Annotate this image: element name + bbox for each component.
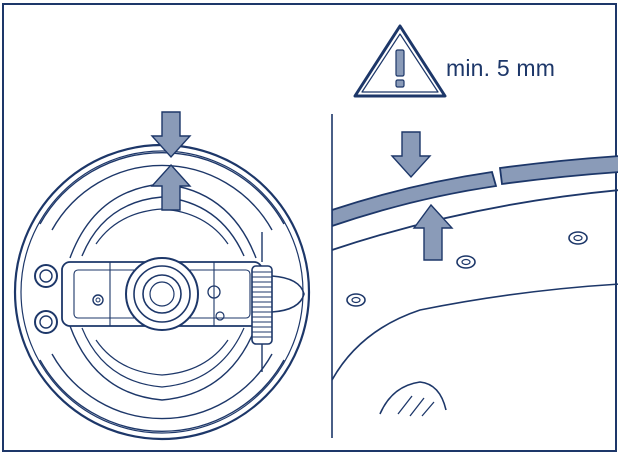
brake-drum-assembly: [13, 143, 311, 441]
hub: [125, 257, 199, 331]
anchor-pin-upper: [34, 264, 58, 288]
arrow-down-icon: [390, 131, 432, 179]
arrow-down-icon: [150, 111, 192, 159]
brake-lining: [332, 170, 498, 227]
anchor-pin-lower: [34, 310, 58, 334]
arrow-up-icon: [412, 203, 454, 261]
warning-triangle-icon: [353, 24, 447, 98]
lining-closeup: [332, 155, 618, 417]
arrow-up-icon: [150, 163, 192, 211]
min-thickness-label: min. 5 mm: [446, 55, 556, 81]
outer-frame: [2, 3, 617, 452]
